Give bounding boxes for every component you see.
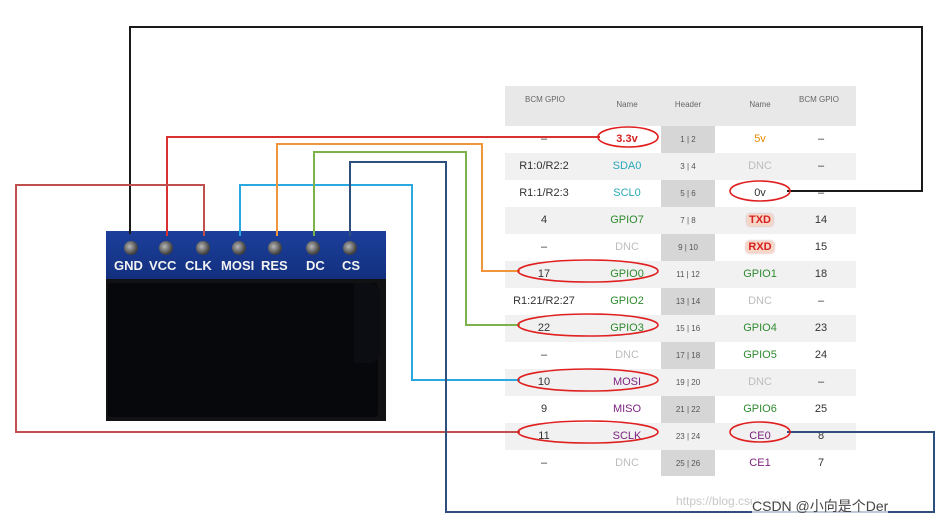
cell-bcm-right: – (817, 187, 825, 199)
cell-name-right: GPIO4 (743, 322, 777, 334)
cell-bcm-left: – (540, 241, 548, 253)
attribution: CSDN @小向是个Der (752, 496, 889, 516)
cell-name-right: TXD (720, 207, 800, 234)
cell-name-left: SCLK (612, 430, 642, 442)
cell-name-left: GPIO0 (610, 268, 644, 280)
cell-bcm-right: 25 (814, 403, 828, 415)
header-name-right: Name (749, 100, 771, 109)
cell-name-left: DNC (615, 349, 639, 361)
header-header: Header (674, 100, 702, 109)
cell-header-pins: 19 | 20 (675, 378, 701, 387)
cell-bcm-right: 24 (814, 349, 828, 361)
cell-name-left: SDA0 (612, 160, 642, 172)
cell-header-pins: 23 | 24 (675, 432, 701, 441)
cell-name-left: GPIO2 (610, 295, 644, 307)
cell-name-right: DNC (748, 295, 772, 307)
cell-bcm-right: 14 (814, 214, 828, 226)
cell-name-left: MISO (612, 403, 642, 415)
cell-header-pins: 5 | 6 (680, 189, 696, 198)
cell-name-left: GPIO3 (610, 322, 644, 334)
cell-bcm-left: 4 (540, 214, 548, 226)
cell-header-pins: 21 | 22 (675, 405, 701, 414)
cell-bcm-left: R1:21/R2:27 (513, 295, 575, 307)
cell-name-right: DNC (748, 376, 772, 388)
cell-name-left: MOSI (612, 376, 642, 388)
cell-bcm-right: – (817, 376, 825, 388)
pin-label-res: RES (261, 258, 288, 273)
cell-name-right: GPIO1 (743, 268, 777, 280)
cell-name-right: CE1 (749, 457, 771, 469)
cell-bcm-right: – (817, 133, 825, 145)
cell-bcm-left: – (540, 457, 548, 469)
cell-bcm-right: 15 (814, 241, 828, 253)
uart-badge: RXD (746, 241, 774, 253)
cell-name-left: GPIO7 (610, 214, 644, 226)
cell-name-right: CE0 (749, 430, 771, 442)
screen-glass-edge (354, 283, 380, 363)
uart-badge: TXD (747, 214, 773, 226)
cell-name-right: RXD (720, 234, 800, 261)
cell-bcm-left: – (540, 349, 548, 361)
pin-label-vcc: VCC (149, 258, 177, 273)
cell-bcm-right: 18 (814, 268, 828, 280)
cell-header-pins: 1 | 2 (680, 135, 696, 144)
oled-screen (108, 283, 378, 417)
pin-gnd (124, 241, 138, 255)
cell-header-pins: 15 | 16 (675, 324, 701, 333)
header-bcm-right: BCM GPIO (798, 95, 839, 104)
cell-bcm-right: – (817, 295, 825, 307)
cell-bcm-left: – (540, 133, 548, 145)
pin-mosi (232, 241, 246, 255)
pin-vcc (159, 241, 173, 255)
cell-bcm-right: 8 (817, 430, 825, 442)
cell-name-right: GPIO6 (743, 403, 777, 415)
cell-name-left: DNC (615, 241, 639, 253)
cell-bcm-left: R1:1/R2:3 (519, 187, 569, 199)
cell-bcm-right: – (817, 160, 825, 172)
cell-header-pins: 25 | 26 (675, 459, 701, 468)
pin-dc (306, 241, 320, 255)
pin-label-clk: CLK (185, 258, 212, 273)
cell-bcm-left: 11 (538, 430, 550, 442)
cell-bcm-left: R1:0/R2:2 (519, 160, 569, 172)
cell-name-right: 5v (754, 133, 766, 145)
cell-header-pins: 9 | 10 (678, 243, 698, 252)
cell-bcm-right: 7 (817, 457, 825, 469)
cell-name-right: GPIO5 (743, 349, 777, 361)
header-name-left: Name (616, 100, 638, 109)
cell-name-right: DNC (748, 160, 772, 172)
oled-module: GND VCC CLK MOSI RES DC CS (106, 231, 386, 421)
table-header: BCM GPIO Name Header Name BCM GPIO (505, 86, 856, 126)
cell-header-pins: 3 | 4 (680, 162, 696, 171)
pin-label-cs: CS (342, 258, 361, 273)
cell-header-pins: 13 | 14 (675, 297, 701, 306)
cell-bcm-right: 23 (814, 322, 828, 334)
cell-name-right: 0v (754, 187, 766, 199)
cell-header-pins: 7 | 8 (680, 216, 696, 225)
cell-bcm-left: 17 (537, 268, 551, 280)
cell-header-pins: 17 | 18 (675, 351, 701, 360)
cell-bcm-left: 10 (537, 376, 551, 388)
pin-clk (196, 241, 210, 255)
cell-name-left: SCL0 (613, 187, 641, 199)
cell-name-left: DNC (615, 457, 639, 469)
pin-label-dc: DC (306, 258, 325, 273)
pin-cs (343, 241, 357, 255)
header-bcm-left: BCM GPIO (524, 95, 565, 104)
pin-label-gnd: GND (114, 258, 143, 273)
cell-header-pins: 11 | 12 (676, 270, 700, 279)
pin-label-mosi: MOSI (221, 258, 255, 273)
cell-bcm-left: 22 (537, 322, 551, 334)
cell-bcm-left: 9 (540, 403, 548, 415)
cell-name-left: 3.3v (616, 133, 638, 145)
pin-res (268, 241, 282, 255)
